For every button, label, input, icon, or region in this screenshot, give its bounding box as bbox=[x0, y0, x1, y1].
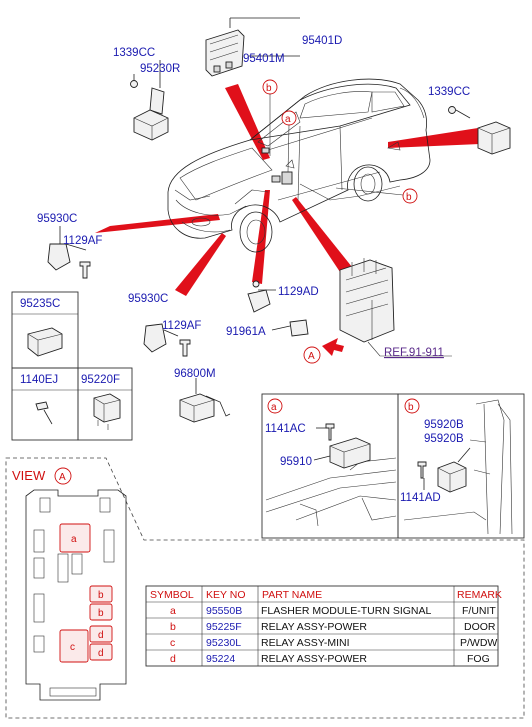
sensor-95930c-top-group bbox=[47, 226, 91, 279]
table-row-4-name: RELAY ASSY-POWER bbox=[261, 653, 367, 665]
table-row-4-key: 95224 bbox=[206, 653, 235, 665]
table-row-4-remark: FOG bbox=[467, 653, 490, 665]
bcm-module-95401 bbox=[205, 17, 300, 77]
callout-a-top: a bbox=[285, 114, 291, 125]
car-illustration bbox=[167, 78, 431, 253]
label-1129af-top: 1129AF bbox=[63, 235, 102, 247]
relay-slot-a bbox=[59, 523, 91, 553]
relay-slot-b1 bbox=[89, 585, 113, 603]
label-96800m: 96800M bbox=[174, 368, 216, 380]
view-title: VIEW bbox=[12, 468, 46, 483]
label-95220f: 95220F bbox=[81, 374, 120, 386]
relay-table bbox=[145, 585, 499, 667]
relay-slot-b2 bbox=[89, 603, 113, 621]
label-95235c: 95235C bbox=[20, 298, 60, 310]
connector-91961a-group bbox=[271, 319, 309, 337]
bolt-1129ad-group bbox=[247, 280, 276, 313]
label-95930c-top: 95930C bbox=[37, 213, 77, 225]
relay-slot-c bbox=[59, 629, 89, 663]
label-1339cc-left: 1339CC bbox=[113, 47, 155, 59]
slot-label-b2: b bbox=[98, 608, 104, 619]
callout-a-detail-circle bbox=[267, 398, 283, 414]
table-row-3-remark: P/WDW bbox=[460, 637, 497, 649]
module-96800m-group bbox=[179, 378, 231, 423]
label-95401m: 95401M bbox=[243, 53, 285, 65]
label-1141ad: 1141AD bbox=[400, 492, 441, 504]
label-95930c-bottom: 95930C bbox=[128, 293, 168, 305]
label-95401d: 95401D bbox=[302, 35, 342, 47]
table-row-1-symbol: a bbox=[170, 605, 176, 617]
detail-b-box bbox=[397, 393, 525, 539]
parts-grid-left bbox=[11, 291, 133, 441]
slot-label-d2: d bbox=[98, 648, 104, 659]
leader-wedges bbox=[95, 84, 480, 296]
table-row-2-key: 95225F bbox=[206, 621, 242, 633]
wedge-to-relay-box bbox=[292, 197, 356, 281]
label-91961a: 91961A bbox=[226, 326, 266, 338]
relay-slot-d1 bbox=[89, 625, 113, 643]
table-row-1-remark: F/UNIT bbox=[462, 605, 496, 617]
slot-label-a: a bbox=[71, 534, 77, 545]
table-row-3-symbol: c bbox=[170, 637, 175, 649]
label-95910: 95910 bbox=[280, 456, 312, 468]
callout-A: A bbox=[308, 351, 315, 362]
table-row-2-symbol: b bbox=[170, 621, 176, 633]
table-row-2-remark: DOOR bbox=[464, 621, 496, 633]
table-header-key: KEY NO bbox=[206, 589, 246, 601]
label-1129ad: 1129AD bbox=[278, 286, 319, 298]
label-1339cc-right: 1339CC bbox=[428, 86, 470, 98]
wedge-to-95930c-top bbox=[95, 214, 220, 233]
table-row-1-name: FLASHER MODULE-TURN SIGNAL bbox=[261, 605, 432, 617]
table-header-remark: REMARK bbox=[457, 589, 502, 601]
table-row-4-symbol: d bbox=[170, 653, 176, 665]
ref-link[interactable]: REF.91-911 bbox=[384, 347, 444, 359]
label-1141ac: 1141AC bbox=[265, 423, 306, 435]
view-callout-A-circle bbox=[54, 467, 72, 485]
view-callout-A: A bbox=[59, 472, 66, 483]
table-row-1-key: 95550B bbox=[206, 605, 242, 617]
slot-label-c: c bbox=[70, 642, 75, 653]
callout-b-detail: b bbox=[408, 402, 414, 413]
label-95920b-1: 95920B bbox=[424, 419, 464, 431]
sensor-95930c-bottom-group bbox=[143, 323, 191, 357]
wedge-to-1339cc-right bbox=[388, 128, 480, 148]
view-a-panel bbox=[5, 457, 525, 719]
relay-1339cc-right-group bbox=[448, 106, 511, 155]
wedge-to-1129ad bbox=[252, 190, 270, 284]
label-95920b-2: 95920B bbox=[424, 433, 464, 445]
callout-b-side: b bbox=[406, 192, 412, 203]
callout-A-circle bbox=[303, 346, 321, 364]
callout-b-detail-circle bbox=[404, 398, 420, 414]
table-row-3-name: RELAY ASSY-MINI bbox=[261, 637, 350, 649]
wedge-to-95401 bbox=[225, 84, 270, 160]
label-95230r: 95230R bbox=[140, 63, 180, 75]
relay-95230r-group bbox=[130, 60, 169, 141]
wedge-to-95930c-bottom bbox=[175, 233, 226, 296]
relay-slot-d2 bbox=[89, 643, 113, 661]
callout-b-top: b bbox=[266, 83, 272, 94]
table-header-symbol: SYMBOL bbox=[150, 589, 194, 601]
table-row-2-name: RELAY ASSY-POWER bbox=[261, 621, 367, 633]
table-header-name: PART NAME bbox=[262, 589, 322, 601]
table-row-3-key: 95230L bbox=[206, 637, 241, 649]
label-1129af-bottom: 1129AF bbox=[162, 320, 201, 332]
junction-box-group bbox=[322, 258, 452, 357]
label-1140ej: 1140EJ bbox=[20, 374, 58, 386]
slot-label-b1: b bbox=[98, 590, 104, 601]
callout-a-detail: a bbox=[271, 402, 277, 413]
callout-b-side-circle bbox=[402, 188, 418, 204]
slot-label-d1: d bbox=[98, 630, 104, 641]
